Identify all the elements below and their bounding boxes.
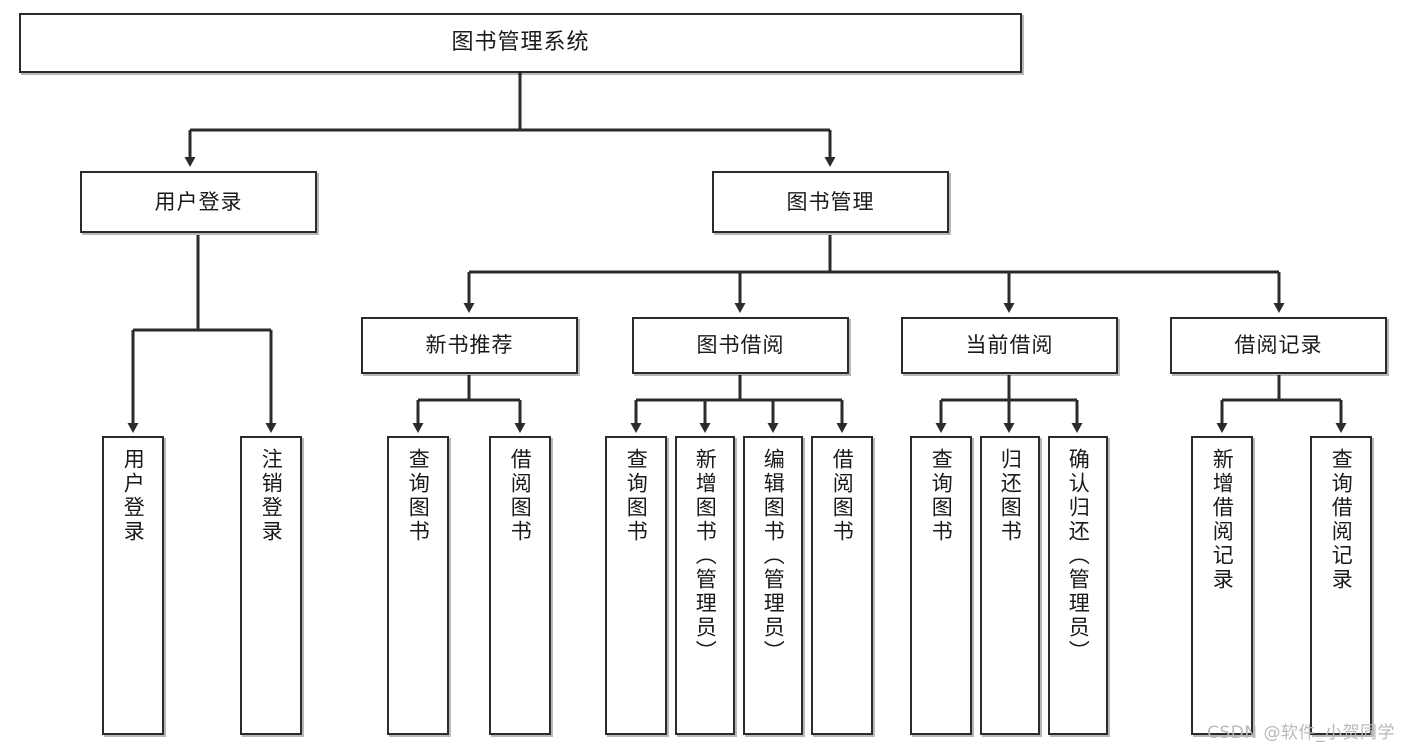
node-label: 查询图书 <box>624 448 649 544</box>
node-label: 新增借阅记录 <box>1210 448 1235 592</box>
node-label: 借阅图书 <box>508 448 533 544</box>
node-leaf-edit-book[interactable]: 编辑图书（管理员） <box>743 436 803 735</box>
node-label: 查询图书 <box>929 448 954 544</box>
node-leaf-query-book-recommend[interactable]: 查询图书 <box>387 436 449 735</box>
node-book-manage[interactable]: 图书管理 <box>712 171 949 233</box>
node-label: 用户登录 <box>121 448 146 544</box>
node-label: 编辑图书（管理员） <box>761 448 786 664</box>
node-label: 用户登录 <box>154 189 243 214</box>
node-label: 当前借阅 <box>965 333 1054 358</box>
node-leaf-logout[interactable]: 注销登录 <box>240 436 302 735</box>
node-leaf-query-book-current[interactable]: 查询图书 <box>910 436 972 735</box>
node-label: 新增图书（管理员） <box>693 448 718 664</box>
node-borrow-record[interactable]: 借阅记录 <box>1170 317 1387 374</box>
node-label: 注销登录 <box>259 448 284 544</box>
node-leaf-query-book-borrow[interactable]: 查询图书 <box>605 436 667 735</box>
node-leaf-borrow-book[interactable]: 借阅图书 <box>811 436 873 735</box>
node-current-borrow[interactable]: 当前借阅 <box>901 317 1118 374</box>
node-label: 确认归还（管理员） <box>1066 448 1091 664</box>
node-label: 新书推荐 <box>425 333 514 358</box>
node-leaf-user-login[interactable]: 用户登录 <box>102 436 164 735</box>
node-leaf-add-record[interactable]: 新增借阅记录 <box>1191 436 1253 735</box>
node-label: 查询图书 <box>406 448 431 544</box>
node-label: 借阅图书 <box>830 448 855 544</box>
node-label: 图书管理 <box>786 189 875 214</box>
node-label: 查询借阅记录 <box>1329 448 1354 592</box>
node-root-system[interactable]: 图书管理系统 <box>19 13 1022 73</box>
node-book-borrow[interactable]: 图书借阅 <box>632 317 849 374</box>
watermark-text: CSDN @软件_小贺同学 <box>1207 723 1395 743</box>
node-leaf-add-book[interactable]: 新增图书（管理员） <box>675 436 735 735</box>
node-label: 图书管理系统 <box>451 30 590 56</box>
node-label: 归还图书 <box>998 448 1023 544</box>
node-label: 图书借阅 <box>696 333 785 358</box>
node-leaf-query-record[interactable]: 查询借阅记录 <box>1310 436 1372 735</box>
node-user-login[interactable]: 用户登录 <box>80 171 317 233</box>
node-leaf-return-book[interactable]: 归还图书 <box>980 436 1040 735</box>
node-new-book-recommend[interactable]: 新书推荐 <box>361 317 578 374</box>
node-label: 借阅记录 <box>1234 333 1323 358</box>
node-leaf-borrow-book-recommend[interactable]: 借阅图书 <box>489 436 551 735</box>
node-leaf-confirm-return[interactable]: 确认归还（管理员） <box>1048 436 1108 735</box>
